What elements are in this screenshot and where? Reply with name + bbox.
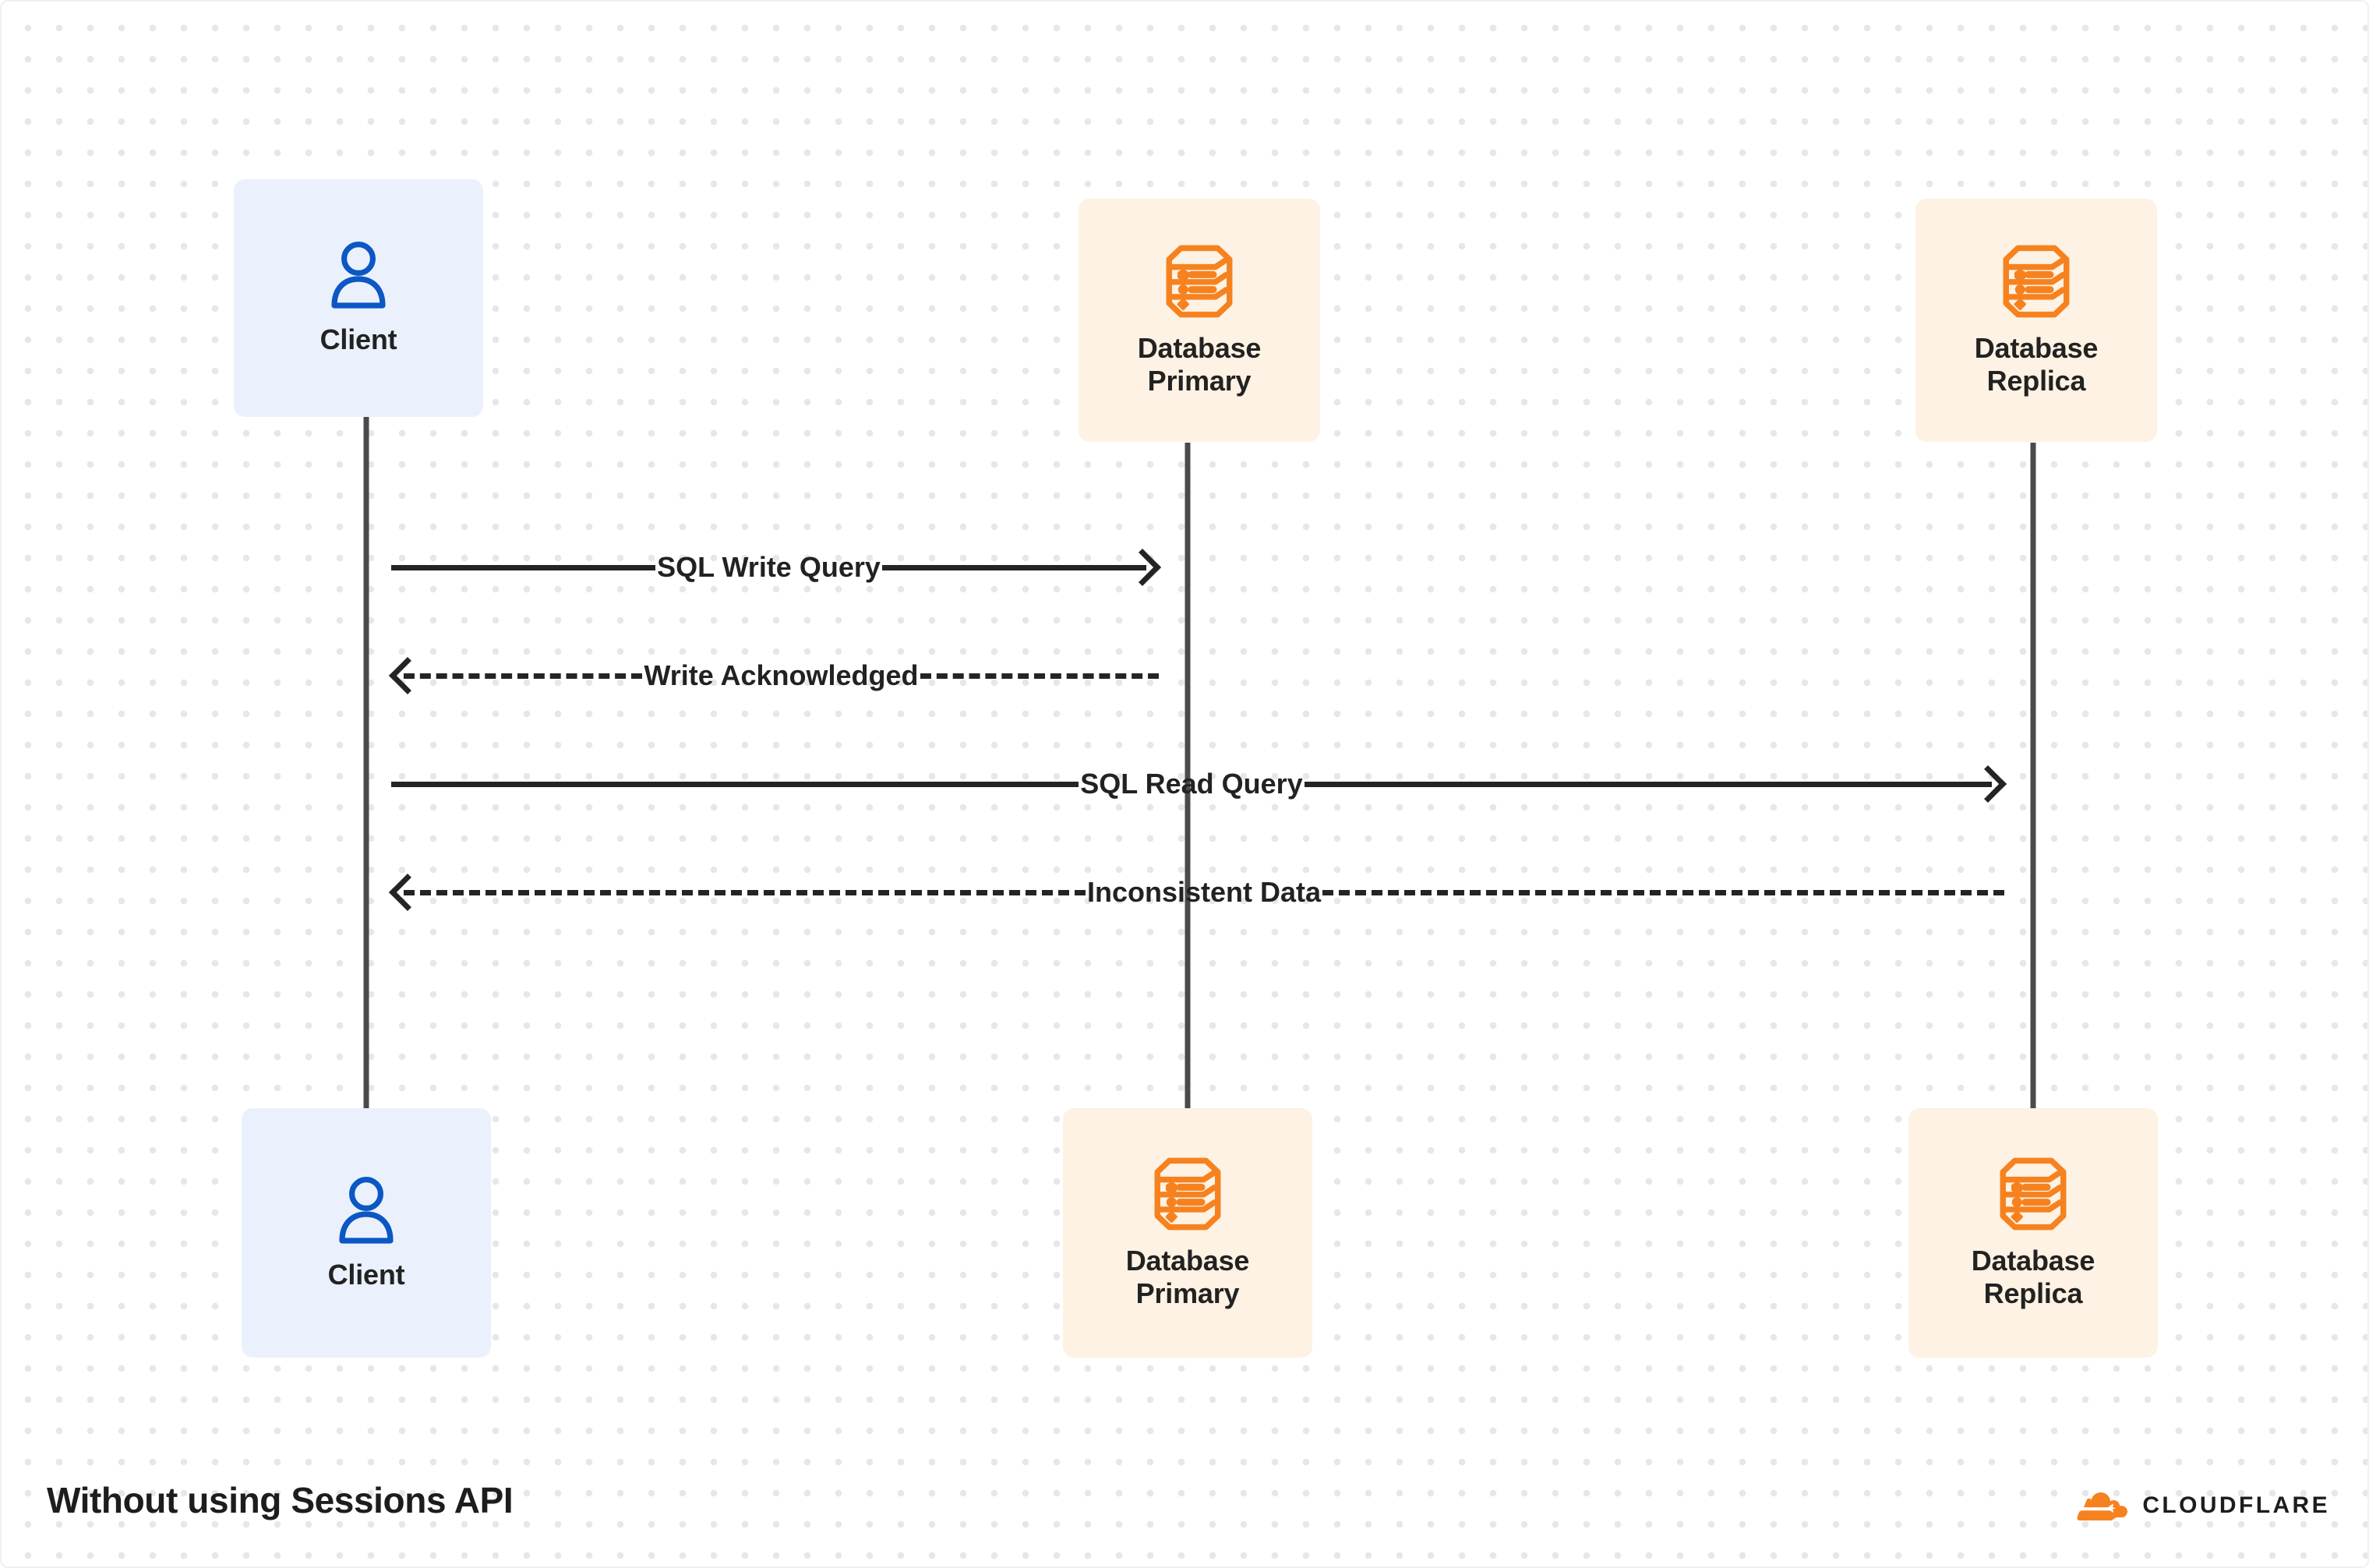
participant-label: Database Primary [1125,1244,1250,1309]
participant-label: Client [320,323,397,356]
cloudflare-logo: CLOUDFLARE [2072,1490,2330,1521]
diagram-caption: Without using Sessions API [47,1480,514,1520]
message-sql-write-query[interactable]: SQL Write Query [391,544,1162,591]
message-line [881,564,1147,570]
participant-client-top[interactable]: Client [234,179,483,417]
message-sql-read-query[interactable]: SQL Read Query [391,761,2007,807]
participant-primary-bottom[interactable]: Database Primary [1063,1108,1312,1358]
message-line [1322,889,2004,895]
database-icon [1164,243,1234,320]
participant-label: Database Replica [1971,1244,2095,1309]
message-inconsistent-data[interactable]: Inconsistent Data [388,869,2004,916]
arrowhead-left-icon [388,873,427,912]
participant-client-bottom[interactable]: Client [242,1108,491,1358]
lifeline-client [363,417,369,1115]
database-icon [1998,1156,2068,1232]
cloudflare-cloud-icon [2072,1490,2131,1521]
arrowhead-left-icon [388,656,427,695]
participant-replica-bottom[interactable]: Database Replica [1908,1108,2158,1358]
message-line [920,673,1159,679]
message-line [1304,781,1992,787]
database-icon [1153,1156,1223,1232]
participant-label: Database Primary [1137,331,1262,397]
arrowhead-right-icon [1123,548,1162,587]
message-label: SQL Read Query [1080,768,1303,800]
message-line [391,564,656,570]
message-write-acknowledged[interactable]: Write Acknowledged [388,652,1159,699]
message-label: SQL Write Query [657,551,881,583]
user-icon [332,1174,401,1246]
message-label: Write Acknowledged [644,659,919,691]
participant-label: Database Replica [1974,331,2099,397]
message-label: Inconsistent Data [1086,876,1322,908]
participant-primary-top[interactable]: Database Primary [1079,199,1320,442]
user-icon [324,239,393,311]
participant-replica-top[interactable]: Database Replica [1915,199,2157,442]
cloudflare-wordmark: CLOUDFLARE [2142,1492,2330,1518]
message-line [404,673,643,679]
participant-label: Client [327,1258,405,1291]
database-icon [2001,243,2071,320]
lifeline-replica [2030,443,2036,1115]
message-line [391,781,1079,787]
message-line [404,889,1086,895]
lifeline-primary [1184,443,1191,1115]
arrowhead-right-icon [1968,765,2007,803]
